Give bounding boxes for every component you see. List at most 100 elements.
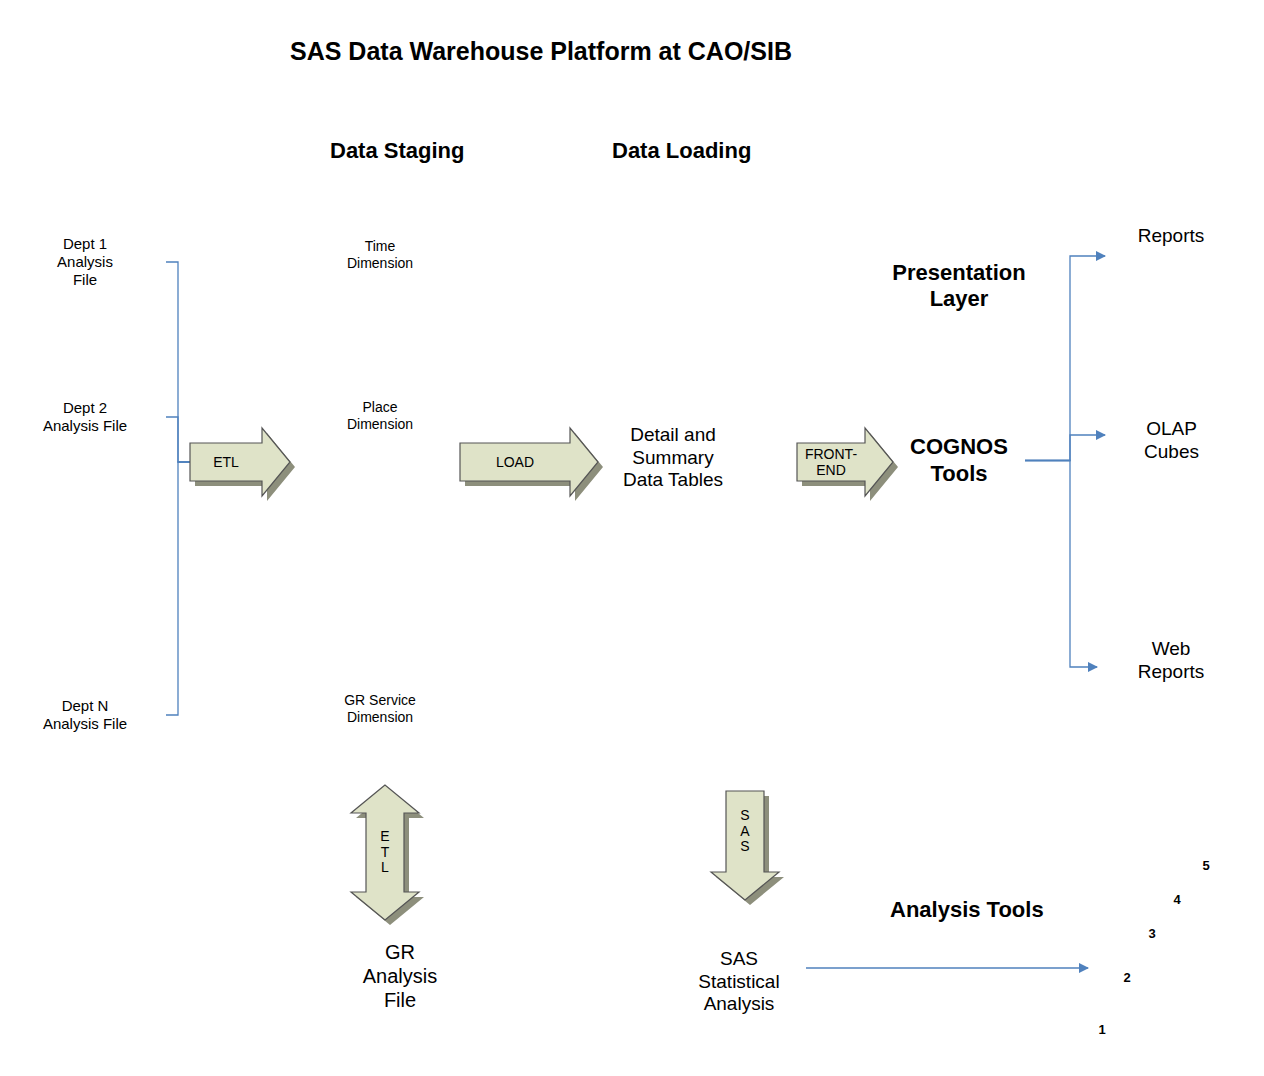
process-box: SAS Statistical Analysis [672,900,806,1036]
flow-line [806,968,1088,969]
bar-side [1164,912,1172,1033]
bar-side [1139,956,1147,1033]
process-box: GR Service Dimension [325,658,435,760]
node-outline [598,248,748,688]
tool-name: COGNOS Tools [899,434,1019,487]
cylinder-body [599,249,747,687]
database-cylinder: Detail and Summary Data Tables [598,248,748,688]
olap-cube: OLAP Cubes [1105,335,1250,535]
data-file: Dept N Analysis File [18,648,166,782]
flow-line [1025,256,1105,461]
bar-side [1222,844,1230,1033]
bar-top [1165,878,1197,886]
bar-chart: 1 2 3 4 5 [1088,840,1236,1035]
bar-number: 1 [1090,1022,1114,1038]
cylinder-end [137,649,151,781]
bar-number: 4 [1165,892,1189,908]
node-outline [1088,840,1236,1035]
box-outline [673,901,806,1036]
document-outline [1106,196,1236,312]
box-outline [894,341,1025,581]
arrow-label: ETL [193,454,259,470]
arrow-label: LOAD [463,454,567,470]
data-file: GR Analysis File [318,906,496,1046]
block-arrow [351,785,424,925]
bar-number: 2 [1115,970,1139,986]
arrow-label: SAS [738,808,752,854]
flow-line [166,262,290,462]
arrow-body [460,428,598,496]
node-outline [1097,598,1245,770]
cylinder-end [137,351,151,483]
block-arrow [711,791,784,905]
box-outline [326,361,435,472]
node-label: Reports [1111,225,1231,248]
layer-heading: Presentation Layer [863,260,1055,313]
box-outline [291,109,812,813]
process-box: Presentation LayerCOGNOS Tools [893,340,1025,581]
bar-top [1090,1008,1122,1016]
cylinder-body [19,351,165,483]
outer-border [3,3,1262,1074]
bar-number: 5 [1190,858,1222,874]
process-box: Place Dimension [325,360,435,472]
flow-line [806,967,1088,968]
node-label: Dept 1 Analysis File [50,235,120,289]
block-arrow [460,428,603,501]
bar-top [1140,912,1172,920]
arrow-label: FRONT-END [800,446,862,478]
flow-line [166,462,290,715]
flow-line [1025,461,1097,668]
cylinder-body [319,907,495,1045]
bar [1115,964,1139,1033]
flow-line [1025,435,1105,461]
node-label: GR Analysis File [357,940,443,1012]
staging-area: Time DimensionPlace Dimension GR Service … [290,108,812,813]
node-label: SAS Statistical Analysis [683,948,795,1016]
node-label: Detail and Summary Data Tables [617,424,729,492]
section-heading: Data Staging [330,138,530,164]
flow-line [1025,461,1097,668]
node-label: Dept N Analysis File [38,697,133,733]
bar-top [1190,844,1230,852]
bar [1165,886,1189,1033]
node-label: GR Service Dimension [331,692,429,726]
cylinder-body [19,649,165,781]
cylinder-end [467,907,481,1045]
node-label: Place Dimension [331,399,429,433]
monitor-screen-area [1109,609,1233,724]
cube-top [1106,336,1249,349]
flow-line [166,262,290,462]
monitor-screen: Web Reports [1097,598,1245,770]
node-label: Time Dimension [331,238,429,272]
bar [1190,852,1222,1033]
cylinder-end [137,196,151,328]
report-document: Reports [1105,195,1237,317]
arrow-body [797,428,893,496]
block-arrow [166,417,295,501]
data-file: Dept 1 Analysis File [18,195,166,329]
flow-line [1025,435,1105,461]
cylinder-body [19,196,165,328]
inner-border [8,8,1256,1068]
monitor-button [1229,726,1235,729]
arrow-body [190,428,290,496]
bar-number: 3 [1140,926,1164,942]
bar-side [1114,1008,1122,1033]
bar-top [1115,956,1147,964]
bar [1140,920,1164,1033]
cube-side [1236,336,1249,534]
block-arrow [797,428,898,501]
cube-front [1106,349,1236,534]
box-outline [326,208,435,303]
flow-line [166,462,290,715]
node-label: Dept 2 Analysis File [38,399,133,435]
box-outline [326,659,435,760]
node-outline [1105,195,1237,317]
monitor-stand [1151,736,1191,756]
node-label: Web Reports [1131,638,1211,684]
section-heading: Analysis Tools [890,897,1044,923]
arrow-body [711,791,779,900]
arrow-label: ETL [378,829,392,875]
bar-side [1189,878,1197,1033]
